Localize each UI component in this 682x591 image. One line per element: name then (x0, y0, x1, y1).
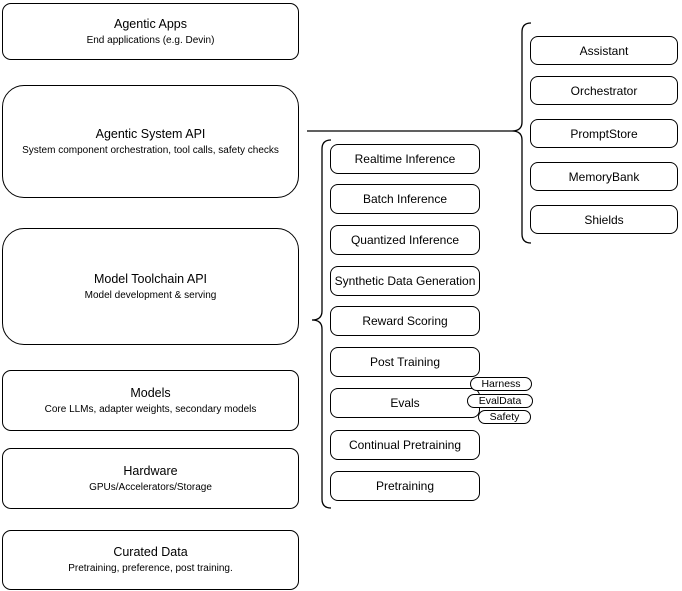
component-shields: Shields (530, 205, 678, 234)
node-subtitle: Core LLMs, adapter weights, secondary mo… (44, 403, 257, 415)
toolchain-item-reward-scoring: Reward Scoring (330, 306, 480, 336)
toolchain-brace (311, 139, 332, 509)
node-title: Agentic System API (95, 126, 206, 141)
node-title: Models (130, 385, 171, 400)
eval-tag-safety: Safety (478, 410, 531, 424)
toolchain-item-batch-inference: Batch Inference (330, 184, 480, 214)
eval-tag-evaldata: EvalData (467, 394, 533, 408)
component-memorybank: MemoryBank (530, 162, 678, 191)
node-subtitle: Pretraining, preference, post training. (68, 563, 233, 574)
node-hardware: Hardware GPUs/Accelerators/Storage (2, 448, 299, 509)
node-title: Agentic Apps (114, 16, 187, 31)
toolchain-item-post-training: Post Training (330, 347, 480, 377)
component-orchestrator: Orchestrator (530, 76, 678, 105)
node-models: Models Core LLMs, adapter weights, secon… (2, 370, 299, 431)
component-promptstore: PromptStore (530, 119, 678, 148)
node-title: Model Toolchain API (93, 271, 208, 286)
toolchain-item-evals: Evals (330, 388, 480, 418)
node-model-toolchain-api: Model Toolchain API Model development & … (2, 228, 299, 345)
toolchain-item-realtime-inference: Realtime Inference (330, 144, 480, 174)
node-subtitle: Model development & serving (84, 289, 217, 301)
toolchain-item-quantized-inference: Quantized Inference (330, 225, 480, 255)
system-brace (511, 22, 532, 244)
node-agentic-apps: Agentic Apps End applications (e.g. Devi… (2, 3, 299, 60)
component-assistant: Assistant (530, 36, 678, 65)
node-agentic-system-api: Agentic System API System component orch… (2, 85, 299, 198)
node-title: Hardware (123, 463, 178, 478)
node-subtitle: End applications (e.g. Devin) (86, 34, 215, 46)
toolchain-item-synthetic-data-generation: Synthetic Data Generation (330, 266, 480, 296)
node-subtitle: GPUs/Accelerators/Storage (89, 481, 212, 493)
node-title: Curated Data (113, 545, 188, 559)
toolchain-item-pretraining: Pretraining (330, 471, 480, 501)
toolchain-item-continual-pretraining: Continual Pretraining (330, 430, 480, 460)
node-curated-data: Curated Data Pretraining, preference, po… (2, 530, 299, 590)
eval-tag-harness: Harness (470, 377, 532, 391)
node-subtitle: System component orchestration, tool cal… (22, 144, 279, 156)
